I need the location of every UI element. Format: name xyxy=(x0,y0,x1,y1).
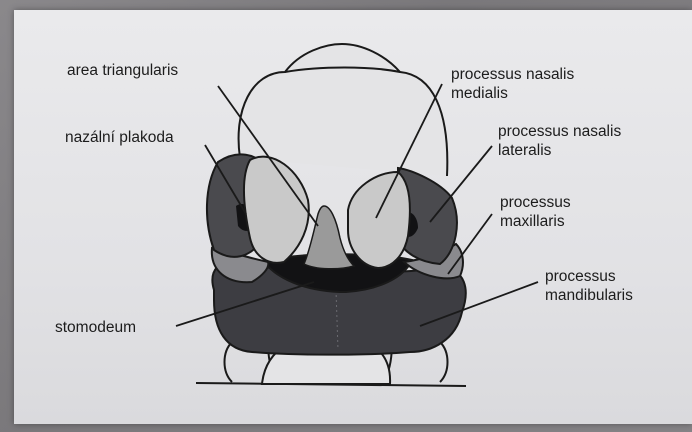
label-processus-nasalis-medialis-line2: medialis xyxy=(451,85,508,103)
label-processus-nasalis-lateralis-line1: processus nasalis xyxy=(498,123,621,141)
processus-nasalis-medialis-right xyxy=(348,172,410,268)
label-processus-nasalis-lateralis-line2: lateralis xyxy=(498,142,551,160)
label-processus-mandibularis-line2: mandibularis xyxy=(545,287,633,305)
label-processus-mandibularis-line1: processus xyxy=(545,268,616,286)
head-outline xyxy=(239,44,448,176)
label-nazalni-plakoda: nazální plakoda xyxy=(65,129,174,147)
processus-nasalis-medialis-left xyxy=(244,157,309,263)
label-processus-maxillaris-line2: maxillaris xyxy=(500,213,565,231)
label-processus-nasalis-medialis-line1: processus nasalis xyxy=(451,66,574,84)
label-area-triangularis: area triangularis xyxy=(67,62,178,80)
label-processus-maxillaris-line1: processus xyxy=(500,194,571,212)
label-stomodeum: stomodeum xyxy=(55,319,136,337)
